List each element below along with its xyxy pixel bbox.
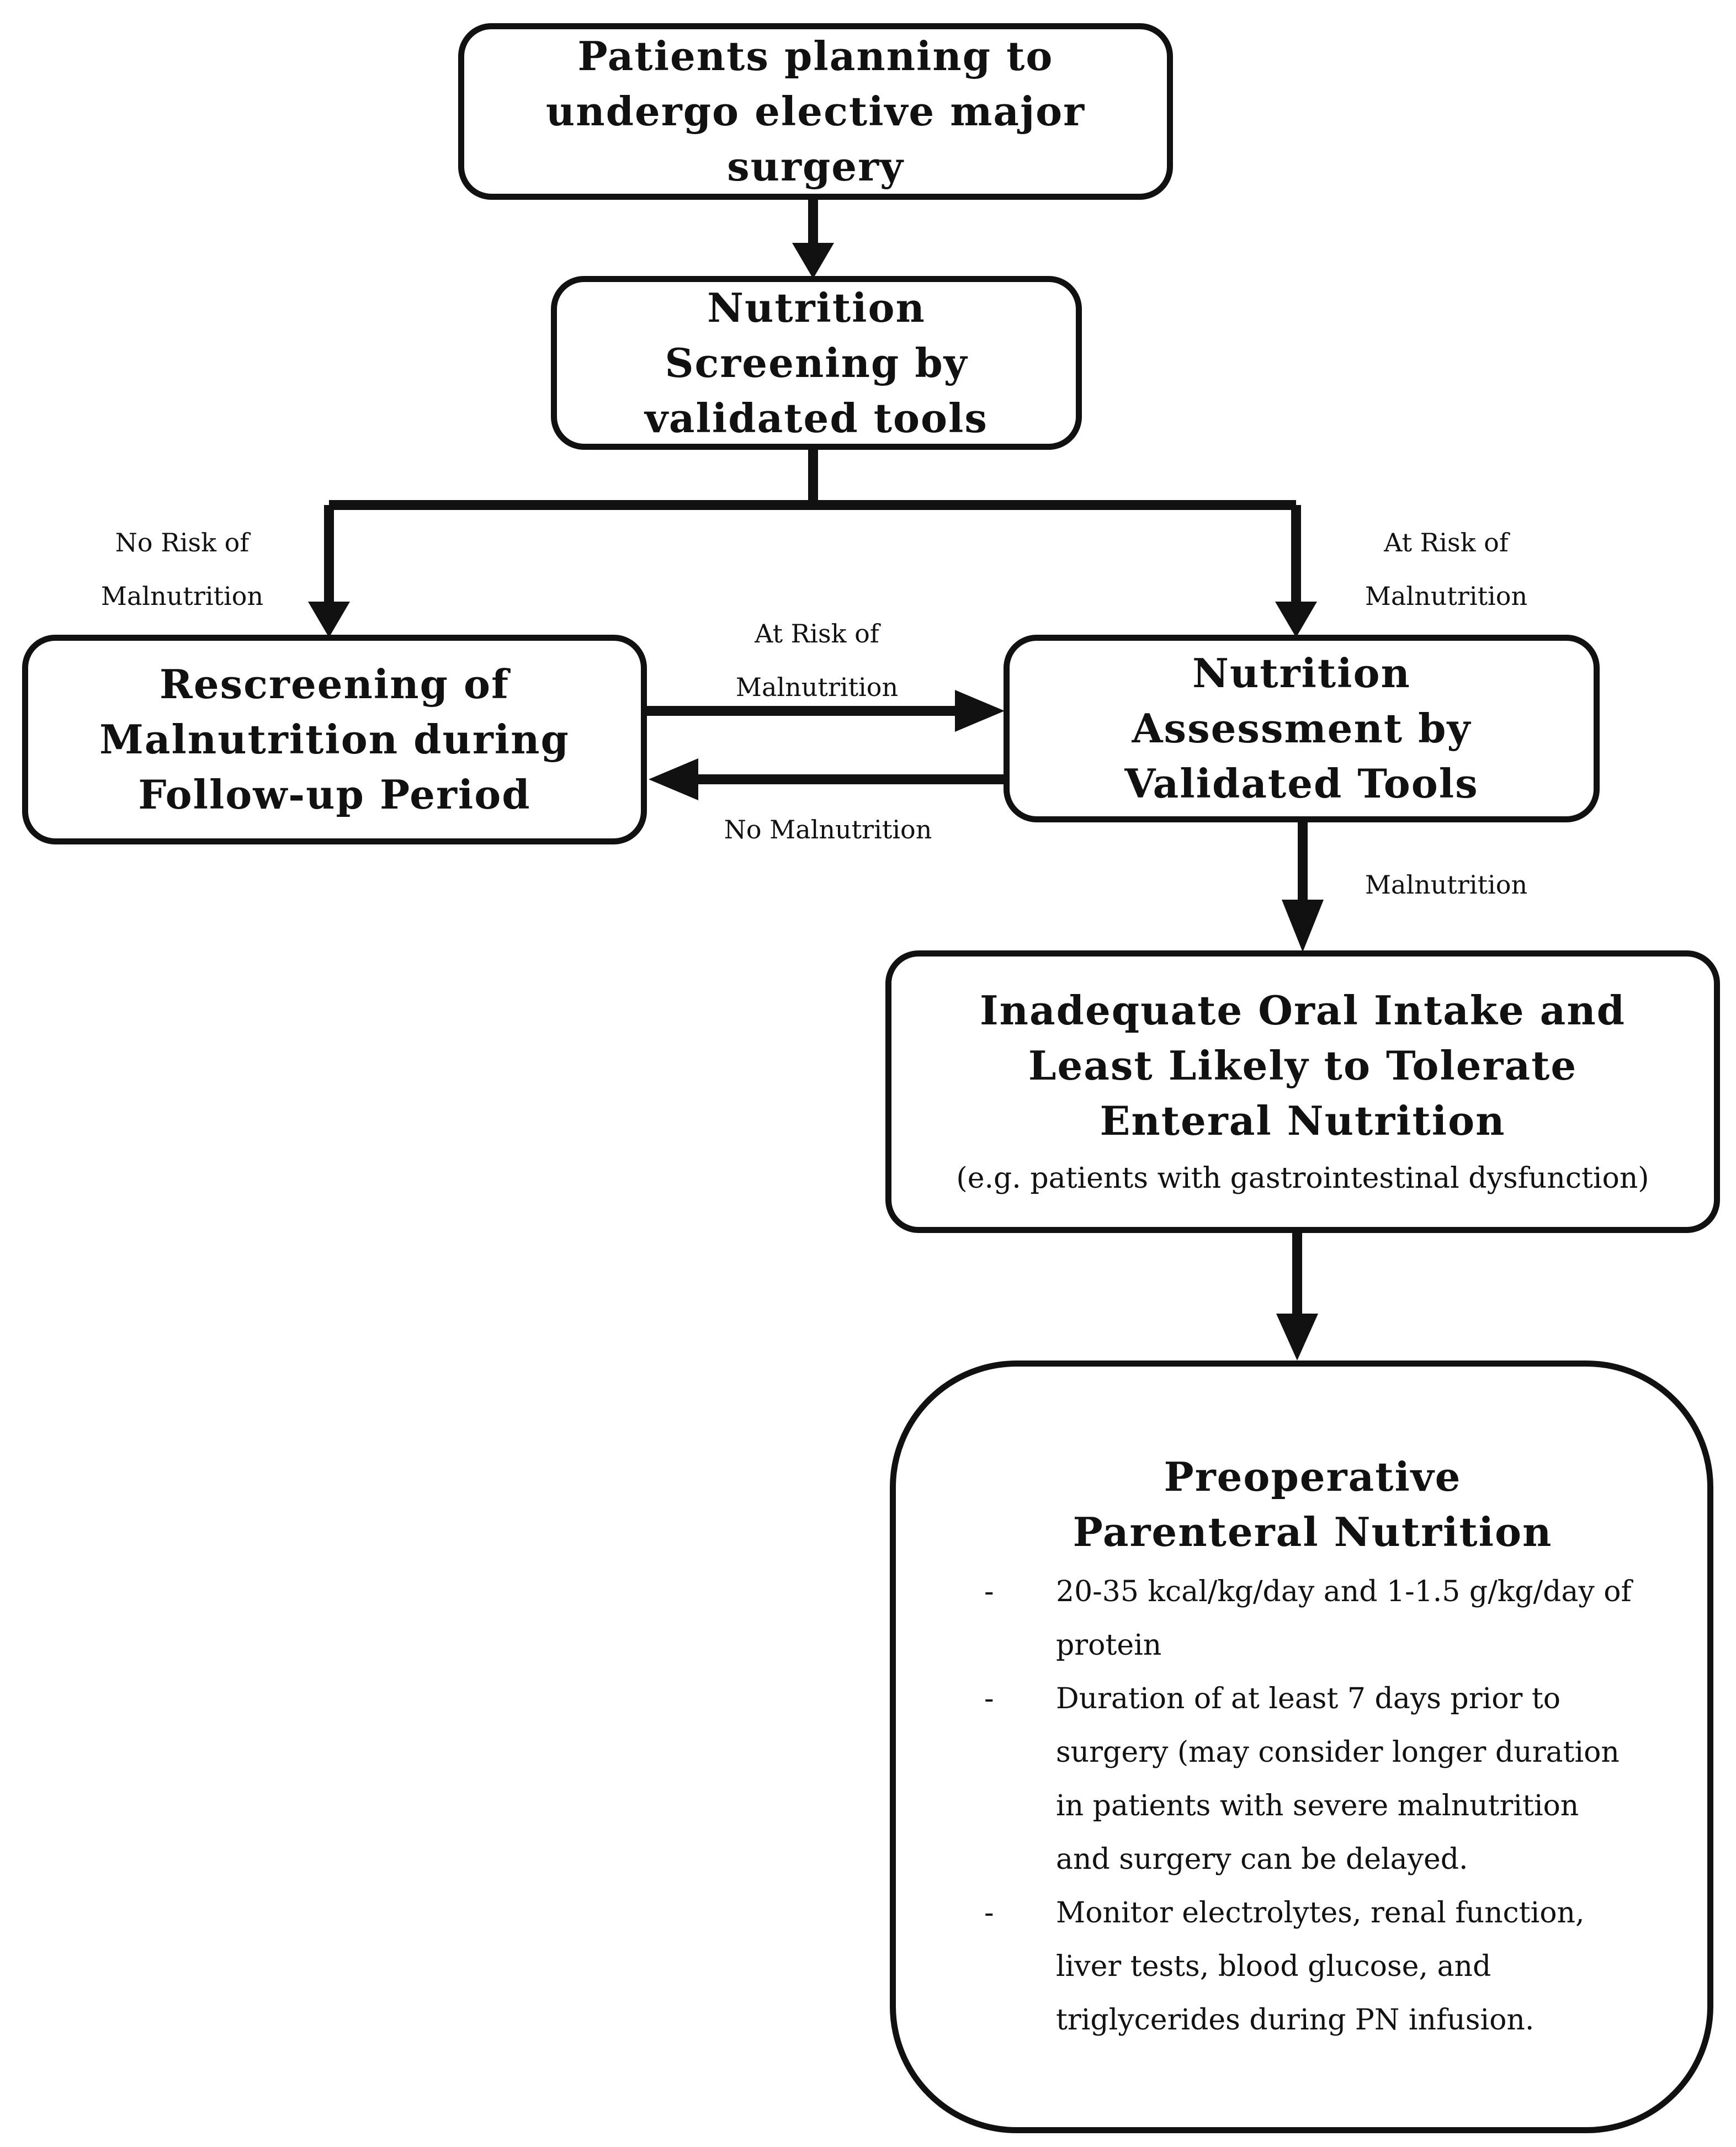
arrowhead-rescreening xyxy=(308,602,350,637)
node-rescreening: Rescreening of Malnutrition during Follo… xyxy=(22,635,647,844)
arrowhead-parenteral xyxy=(1276,1314,1318,1361)
edge-label-no-malnutrition: No Malnutrition xyxy=(724,815,932,844)
node-assessment-title: Nutrition Assessment by Validated Tools xyxy=(1124,650,1479,807)
edge-label-at-risk-middle: At Risk of Malnutrition xyxy=(735,619,899,702)
node-start-title: Patients planning to undergo elective ma… xyxy=(545,33,1086,190)
node-inadequate: Inadequate Oral Intake and Least Likely … xyxy=(885,950,1720,1233)
node-parenteral-title: Preoperative Parenteral Nutrition xyxy=(1073,1453,1553,1555)
bullet-dash: - xyxy=(984,1682,994,1715)
bullet-dash: - xyxy=(984,1896,994,1930)
node-inadequate-title: Inadequate Oral Intake and Least Likely … xyxy=(979,987,1626,1144)
edge-label-no-risk: No Risk of Malnutrition xyxy=(100,528,264,611)
bullet-text: Duration of at least 7 days prior to sur… xyxy=(1056,1682,1620,1876)
node-parenteral: Preoperative Parenteral Nutrition - 20-35… xyxy=(890,1361,1713,2133)
node-start: Patients planning to undergo elective ma… xyxy=(458,23,1173,200)
node-rescreening-title: Rescreening of Malnutrition during Follo… xyxy=(99,661,570,818)
bullet-item: - Monitor electrolytes, renal function, l… xyxy=(984,1886,1641,2047)
bullet-dash: - xyxy=(984,1575,994,1608)
bullet-text: 20-35 kcal/kg/day and 1-1.5 g/kg/day of … xyxy=(1056,1575,1632,1662)
arrowhead-assess-to-rescreen xyxy=(649,758,698,800)
bullet-item: - Duration of at least 7 days prior to su… xyxy=(984,1672,1641,1886)
bullet-text: Monitor electrolytes, renal function, li… xyxy=(1056,1896,1585,2037)
node-inadequate-subtitle: (e.g. patients with gastrointestinal dys… xyxy=(956,1162,1649,1195)
bullet-item: - 20-35 kcal/kg/day and 1-1.5 g/kg/day of… xyxy=(984,1565,1641,1672)
edge-label-malnutrition: Malnutrition xyxy=(1365,870,1528,900)
arrowhead-rescreen-to-assess xyxy=(955,690,1005,732)
parenteral-bullets: - 20-35 kcal/kg/day and 1-1.5 g/kg/day of… xyxy=(984,1565,1641,2047)
arrowhead-inadequate xyxy=(1282,900,1324,952)
arrowhead-start-screening xyxy=(792,243,834,279)
node-screening: Nutrition Screening by validated tools xyxy=(551,276,1082,450)
node-assessment: Nutrition Assessment by Validated Tools xyxy=(1004,635,1600,822)
node-screening-title: Nutrition Screening by validated tools xyxy=(645,284,988,442)
arrowhead-assessment xyxy=(1275,602,1317,637)
edge-label-at-risk-right: At Risk of Malnutrition xyxy=(1365,528,1528,611)
